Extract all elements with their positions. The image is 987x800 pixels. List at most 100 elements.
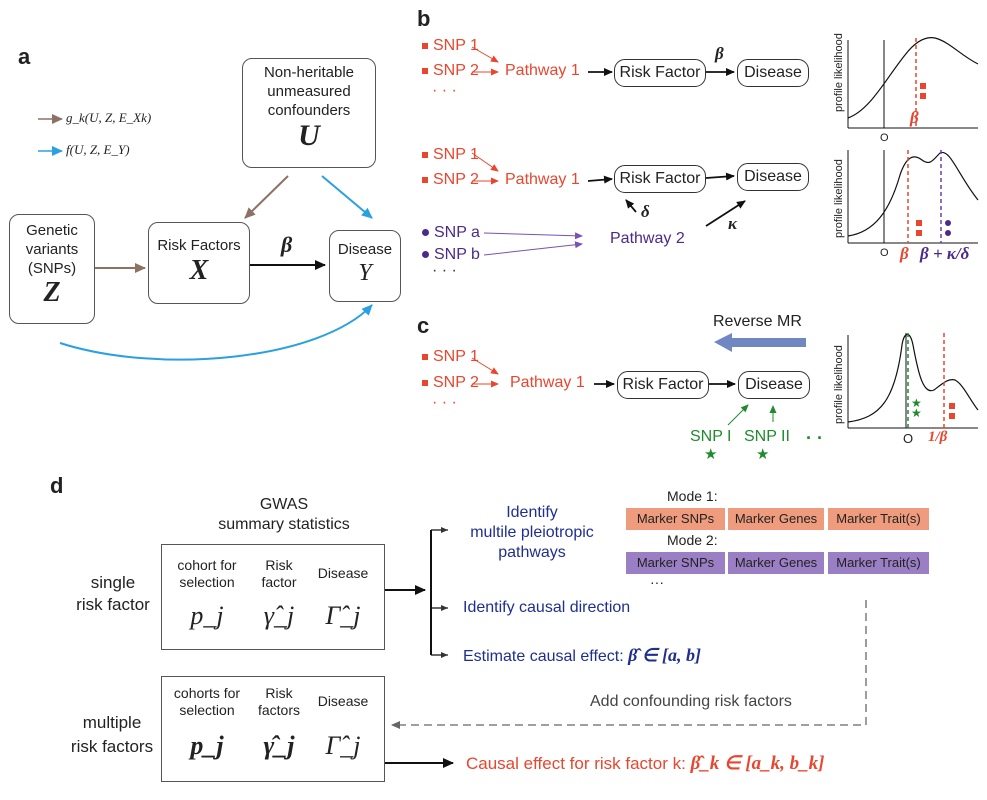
multi-col1-line1: cohorts for [173, 685, 241, 701]
snp-square-icon [422, 42, 428, 49]
mode2-marker-snps: Marker SNPs [626, 552, 725, 574]
c-snp-i-star-icon: ★ [704, 446, 718, 463]
single-col1: cohort for selection [166, 557, 248, 591]
b-snp1-text: SNP 1 [433, 37, 479, 54]
legend-f-label: f(U, Z, E_Y) [66, 142, 130, 158]
identify-line2: multile pleiotropic [470, 524, 594, 541]
multi-stats-box: cohorts for selection Risk factors Disea… [161, 676, 385, 782]
b2-zero: O [880, 247, 889, 259]
disease-box: Disease Y [329, 230, 401, 302]
b-pathway1: Pathway 1 [505, 62, 580, 79]
mode1-marker-traits: Marker Trait(s) [828, 508, 929, 530]
risk-factors-box: Risk Factors X [148, 222, 250, 304]
mode1-marker-genes: Marker Genes [728, 508, 824, 530]
multi-col2-line1: Risk [265, 685, 293, 701]
b2-snp1: SNP 1 [422, 146, 479, 164]
b2-risk-factor: Risk Factor [614, 165, 706, 193]
b2-snp2: SNP 2 [422, 171, 479, 189]
single-col3: Disease [317, 565, 369, 581]
pathway2-to-disease-arrow [705, 200, 746, 227]
plot-b1 [847, 37, 979, 129]
identify-pathways: Identify multile pleiotropic pathways [462, 503, 602, 563]
c-snp-ii: SNP II [744, 428, 790, 445]
b-beta: β [715, 44, 724, 63]
snpa-to-pathway2-arrow [483, 232, 583, 240]
estimate-effect: Estimate causal effect: β̂ ∈ [a, b] [463, 645, 701, 666]
multi-col1: cohorts for selection [164, 685, 250, 719]
add-confounding-label: Add confounding risk factors [590, 693, 792, 710]
b2-snp1-text: SNP 1 [433, 146, 479, 163]
single-Gamma: Γ̂_j [325, 601, 361, 630]
single-col2: Risk factor [254, 557, 304, 591]
multi-Gamma: Γ̂_j [325, 731, 361, 760]
snp-square-icon [422, 379, 428, 386]
snp-square-icon [422, 176, 428, 183]
panel-label-c: c [417, 313, 430, 338]
single-stats-box: cohort for selection Risk factor Disease… [161, 544, 385, 650]
causal-effect-k: Causal effect for risk factor k: β̂_k ∈ … [466, 752, 825, 775]
b-snp-a: SNP a [422, 224, 480, 242]
identify-line1: Identify [506, 504, 558, 521]
estimate-prefix: Estimate causal effect: [463, 648, 624, 665]
c-snp-ii-star-icon: ★ [756, 446, 770, 463]
snp-square-icon [422, 353, 428, 360]
genetic-symbol: Z [43, 277, 61, 308]
plot-b2 [847, 150, 979, 244]
single-col2-line1: Risk [265, 557, 293, 573]
b-kappa: κ [728, 214, 738, 233]
b2-xtick-beta-kd: β + κ/δ [920, 244, 970, 263]
b2-pathway1: Pathway 1 [505, 171, 580, 188]
c-risk-factor: Risk Factor [617, 371, 709, 399]
c-plot-star-icon: ★★ [911, 396, 922, 420]
multi-p: p_j [190, 731, 224, 760]
b2-snp2-text: SNP 2 [433, 171, 479, 188]
gwas-line1: GWAS [259, 496, 309, 513]
risk-to-disease-arrow-2 [705, 172, 735, 181]
disease-label: Disease [337, 241, 393, 258]
b2-ylabel: profile likelihood [833, 159, 845, 238]
mode2-label: Mode 2: [667, 532, 718, 548]
b-delta: δ [641, 202, 650, 221]
plot-c [847, 333, 979, 429]
gwas-title: GWAS summary statistics [214, 495, 354, 535]
b-snp2-text: SNP 2 [433, 62, 479, 79]
mode1-label: Mode 1: [667, 488, 718, 504]
genetic-line3: (SNPs) [27, 260, 77, 277]
identify-line3: pathways [498, 544, 566, 561]
b-disease: Disease [737, 59, 809, 87]
c-zero: O [903, 431, 914, 446]
c-green-dots: · · [806, 428, 823, 448]
c-snp1-text: SNP 1 [433, 348, 479, 365]
legend-g-text: g_k(U, Z, E_Xk) [66, 110, 152, 125]
single-col2-line2: factor [261, 574, 297, 590]
identify-direction: Identify causal direction [463, 599, 631, 616]
b-dots-2: · · · [432, 262, 457, 279]
legend-g-label: g_k(U, Z, E_Xk) [66, 110, 151, 126]
b1-ylabel: profile likelihood [833, 33, 845, 112]
z-to-y-curve [59, 304, 373, 361]
multi-col3: Disease [317, 693, 369, 709]
causal-k-prefix: Causal effect for risk factor k: [466, 754, 686, 773]
risk-factors-label: Risk Factors [157, 237, 241, 254]
genetic-line1: Genetic [26, 222, 78, 239]
b2-xtick-beta: β [900, 244, 909, 263]
b-snp-b: SNP b [422, 246, 480, 264]
beta-label-a: β [281, 232, 293, 257]
multi-col2: Risk factors [254, 685, 304, 719]
b-snp-b-text: SNP b [434, 246, 480, 263]
single-col1-line1: cohort for [177, 557, 237, 573]
dashed-feedback-arrow [391, 600, 867, 729]
causal-k-math: β̂_k ∈ [a_k, b_k] [690, 753, 825, 774]
disease-symbol: Y [358, 260, 372, 286]
single-p: p_j [190, 601, 224, 630]
confounders-line2: unmeasured [267, 83, 351, 100]
c-disease: Disease [738, 371, 810, 399]
b-snp2: SNP 2 [422, 62, 479, 80]
c-snp1-arrow [471, 357, 499, 375]
pathway2-to-risk-arrow [625, 199, 637, 213]
multi-gamma: γ̂_j [263, 731, 295, 760]
snp-dot-icon [422, 251, 429, 259]
estimate-math: β̂ ∈ [a, b] [628, 645, 702, 665]
snpb-to-pathway2-arrow [483, 241, 583, 256]
